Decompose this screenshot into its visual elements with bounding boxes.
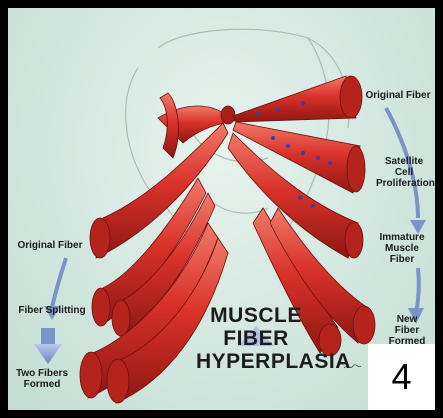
process-arrows bbox=[386, 108, 426, 324]
title-line-3: HYPERPLASIA bbox=[196, 350, 316, 373]
label-immature-fiber: Immature Muscle Fiber bbox=[374, 232, 430, 265]
label-two-fibers: Two Fibers Formed bbox=[14, 368, 70, 390]
fiber-original-right bbox=[233, 76, 362, 122]
slide-number: 4 bbox=[391, 356, 411, 398]
label-satellite-cell: Satellite Cell Proliferation bbox=[376, 156, 432, 189]
label-original-fiber-left: Original Fiber bbox=[12, 240, 88, 251]
title-line-2: FIBER bbox=[196, 327, 316, 350]
slide-number-badge: 4 bbox=[368, 344, 435, 410]
label-original-fiber-right: Original Fiber bbox=[363, 90, 433, 101]
diagram-title: MUSCLE FIBER HYPERPLASIA bbox=[196, 304, 316, 373]
label-fiber-splitting: Fiber Splitting bbox=[12, 305, 92, 316]
label-new-fiber: New Fiber Formed bbox=[384, 314, 430, 347]
title-line-1: MUSCLE bbox=[196, 304, 316, 327]
